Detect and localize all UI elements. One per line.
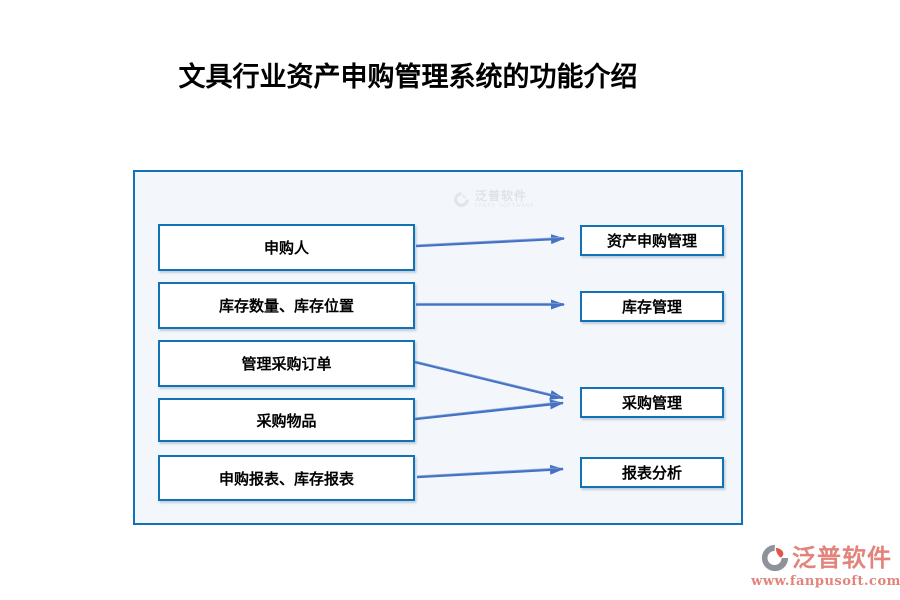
flow-box-manage-purchase-orders: 管理采购订单	[158, 340, 415, 387]
flow-box-report-analysis: 报表分析	[580, 457, 724, 488]
flow-box-stock-qty-location: 库存数量、库存位置	[158, 282, 415, 329]
flow-box-asset-purchase-mgmt: 资产申购管理	[580, 225, 724, 256]
flow-box-reports: 申购报表、库存报表	[158, 455, 415, 501]
footer-website-text: www.fanpusoft.com	[751, 574, 900, 589]
diagram-panel: 泛普软件 FANPU SOFTWARE 申购人 库存数量、库存位置 管理采购订单…	[133, 170, 743, 525]
footer-brand: 泛普软件 www.fanpusoft.com	[751, 543, 900, 588]
page-title: 文具行业资产申购管理系统的功能介绍	[178, 62, 638, 93]
watermark-brand-text: 泛普软件	[475, 189, 528, 203]
flow-box-inventory-mgmt: 库存管理	[580, 291, 724, 322]
flow-box-applicant: 申购人	[158, 224, 415, 271]
flow-box-procurement-mgmt: 采购管理	[580, 387, 724, 418]
fanpu-logo-icon	[761, 544, 789, 572]
watermark-subtext: FANPU SOFTWARE	[475, 203, 535, 209]
footer-brand-text: 泛普软件	[792, 543, 892, 572]
brand-watermark: 泛普软件 FANPU SOFTWARE	[453, 190, 535, 209]
fanpu-logo-icon	[454, 192, 469, 207]
flow-box-purchase-items: 采购物品	[158, 398, 415, 442]
